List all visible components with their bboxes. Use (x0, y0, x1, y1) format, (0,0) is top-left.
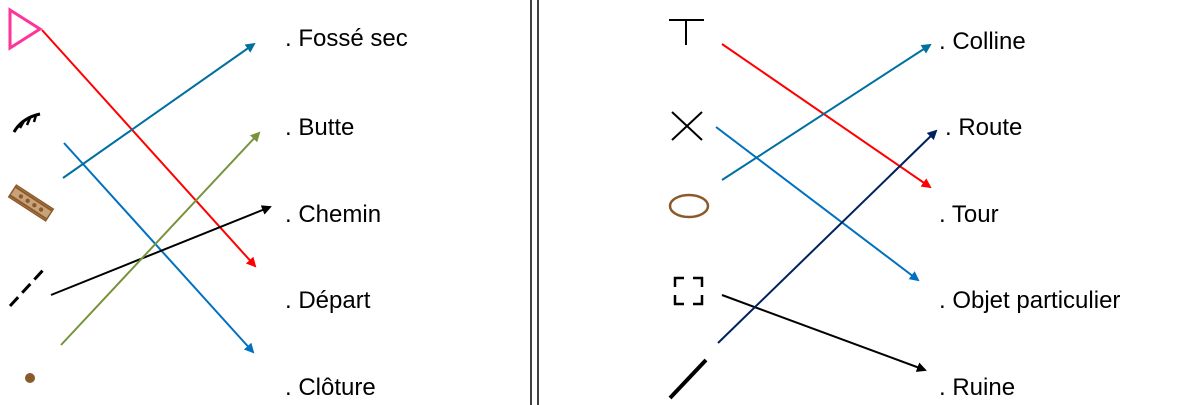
left-arrows (41, 29, 272, 354)
arrow-dot-to-butte (60, 131, 261, 346)
label-chemin: . Chemin (285, 201, 381, 228)
label-butte: . Butte (285, 114, 354, 141)
arrow-cross-to-objet (715, 126, 920, 282)
arrow-slash-to-route (717, 129, 938, 344)
dashed-square-icon (673, 276, 704, 306)
arrow-ditch-to-fosse-sec (62, 42, 256, 179)
left-labels: . Fossé sec . Butte . Chemin . Départ . … (285, 25, 408, 401)
arrow-square-to-ruine (721, 294, 927, 372)
cross-icon (671, 111, 703, 141)
label-objet-particulier: . Objet particulier (939, 287, 1120, 314)
slash-line-icon (668, 358, 708, 400)
t-tower-icon (669, 19, 704, 45)
right-symbols (668, 19, 710, 400)
panel-divider (530, 0, 539, 405)
start-triangle-icon (8, 7, 43, 51)
label-cloture: . Clôture (285, 374, 376, 401)
arrow-t-to-tour (721, 43, 932, 189)
arrow-embankment-to-cloture (63, 142, 255, 354)
left-symbols (7, 7, 55, 383)
dashed-path-icon (8, 266, 47, 308)
right-arrows (715, 43, 938, 372)
label-colline: . Colline (939, 28, 1026, 55)
label-fosse-sec: . Fossé sec (285, 25, 408, 52)
embankment-icon (12, 112, 41, 133)
arrow-path-to-chemin (50, 205, 272, 296)
label-depart: . Départ (285, 287, 371, 314)
dot-icon (25, 373, 35, 383)
right-labels: . Colline . Route . Tour . Objet particu… (939, 28, 1120, 401)
ellipse-hill-icon (668, 193, 710, 219)
dry-ditch-icon (7, 184, 55, 222)
label-route: . Route (945, 114, 1022, 141)
label-ruine: . Ruine (939, 374, 1015, 401)
arrow-ellipse-to-colline (721, 43, 932, 181)
label-tour: . Tour (939, 201, 999, 228)
